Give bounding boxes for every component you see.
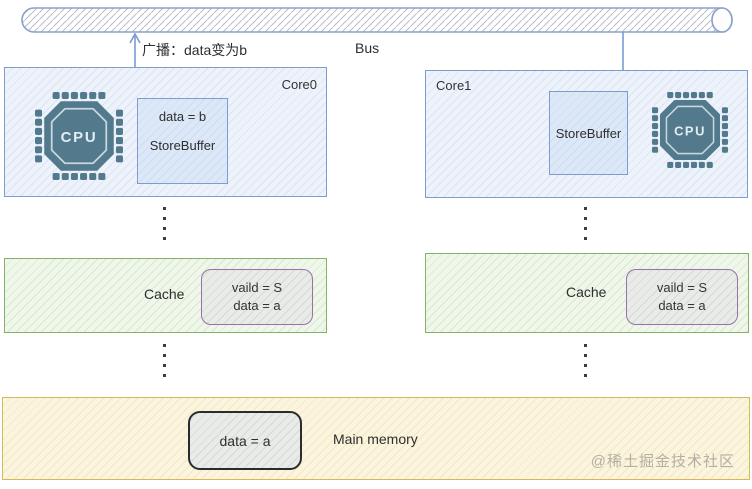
cpu-icon: CPU: [35, 92, 123, 180]
dotted-connector: [163, 344, 166, 381]
broadcast-arrow-up: [129, 33, 141, 68]
cache-valid-value: vaild = S: [231, 280, 283, 295]
cpu-text: CPU: [674, 123, 706, 138]
watermark: @稀土掘金技术社区: [590, 453, 735, 470]
cache-label: Cache: [566, 284, 607, 300]
cache0-box: Cache vaild = S data = a: [4, 258, 327, 333]
core0-box: Core0 CPU data = b StoreBuffer: [4, 67, 327, 197]
storebuffer-label: StoreBuffer: [555, 125, 622, 141]
cache-label: Cache: [144, 286, 185, 302]
core1-label: Core1: [436, 78, 472, 93]
cache1-line-cell: vaild = S data = a: [626, 269, 738, 325]
storebuffer-label: StoreBuffer: [149, 138, 216, 153]
dotted-connector: [584, 207, 587, 245]
core1-box: Core1 StoreBuffer CPU: [425, 70, 748, 198]
core0-label: Core0: [281, 77, 317, 92]
storebuffer-value: data = b: [158, 109, 207, 124]
cpu-text: CPU: [61, 129, 98, 146]
bus-cylinder: [21, 7, 733, 33]
broadcast-label: 广播：data变为b: [142, 42, 248, 58]
bus-label: Bus: [355, 40, 380, 56]
cache-data-value: data = a: [233, 298, 281, 313]
memory-data-cell: data = a: [188, 411, 302, 470]
core0-storebuffer-box: data = b StoreBuffer: [137, 98, 228, 184]
cache0-line-cell: vaild = S data = a: [201, 269, 313, 325]
memory-data-value: data = a: [219, 432, 271, 449]
cpu-icon: CPU: [652, 92, 728, 168]
dotted-connector: [584, 344, 587, 381]
cache1-box: Cache vaild = S data = a: [425, 253, 749, 333]
core1-storebuffer-box: StoreBuffer: [549, 91, 628, 175]
cache-data-value: data = a: [658, 298, 706, 313]
main-memory-box: data = a Main memory @稀土掘金技术社区: [2, 397, 750, 480]
main-memory-label: Main memory: [333, 431, 418, 447]
cache-valid-value: vaild = S: [656, 280, 708, 295]
dotted-connector: [163, 207, 166, 244]
